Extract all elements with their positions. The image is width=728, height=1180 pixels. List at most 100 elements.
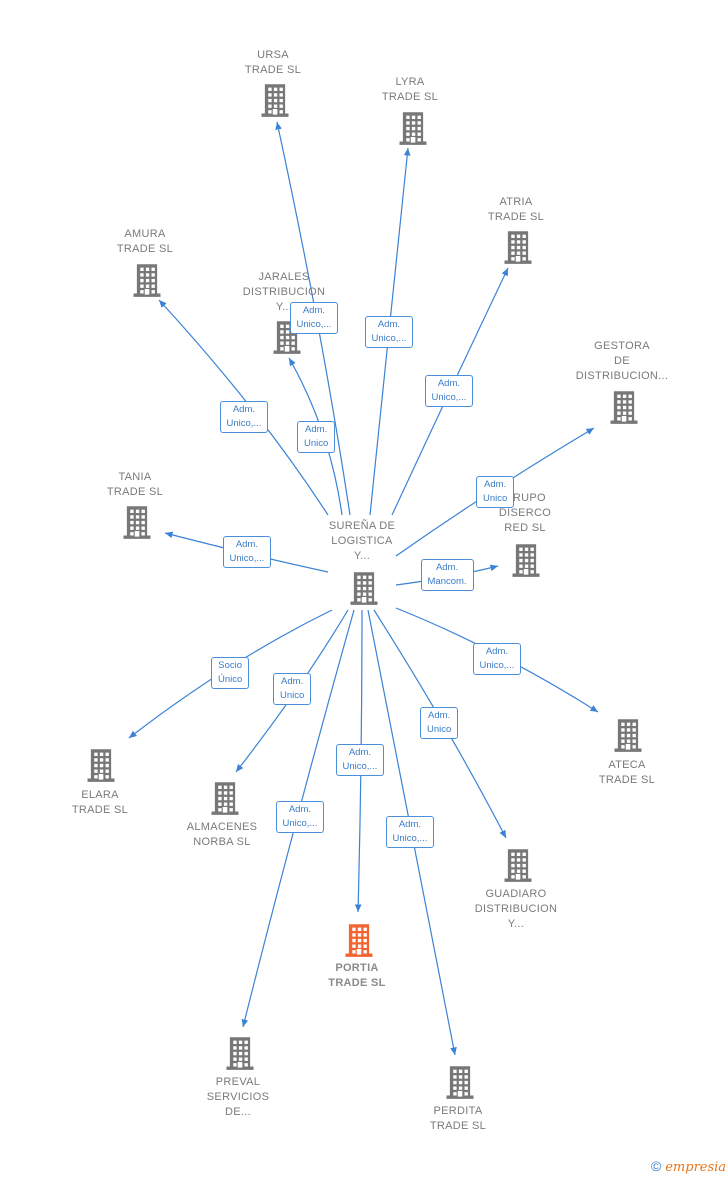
building-icon[interactable] xyxy=(358,110,468,146)
company-label-lyra[interactable]: LYRA TRADE SL xyxy=(355,75,465,105)
company-name-line: Y... xyxy=(507,918,525,930)
building-icon[interactable] xyxy=(304,922,414,958)
brand-logo: © empresia xyxy=(651,1158,726,1175)
company-name-line: JARALES xyxy=(258,271,310,283)
edge-label-line: Adm. xyxy=(484,479,507,490)
company-name-line: ATECA xyxy=(608,759,646,771)
edge-label-gestora[interactable]: Adm. Unico xyxy=(476,476,515,508)
edge-label-almacenes[interactable]: Adm. Unico xyxy=(273,673,312,705)
company-name-line: TRADE SL xyxy=(244,64,302,76)
edge-label-line: Unico xyxy=(483,493,508,504)
edge-label-line: Unico xyxy=(304,438,329,449)
company-name-line: Y... xyxy=(353,550,371,562)
edge-label-line: Adm. xyxy=(281,676,304,687)
edge-label-line: Unico,... xyxy=(229,553,265,564)
edge-label-line: Adm. xyxy=(398,819,422,830)
edge-label-line: Unico,... xyxy=(296,319,332,330)
company-name-line: RED SL xyxy=(504,522,546,534)
company-name-line: PREVAL xyxy=(215,1076,261,1088)
edge-label-line: Unico,... xyxy=(392,833,428,844)
company-name-line: TRADE SL xyxy=(328,977,386,989)
building-icon[interactable] xyxy=(82,504,192,540)
edge-label-line: Adm. xyxy=(288,804,312,815)
company-label-ateca[interactable]: ATECA TRADE SL xyxy=(572,758,682,788)
edge-label-line: Unico,... xyxy=(342,761,378,772)
edge-label-line: Unico,... xyxy=(226,418,262,429)
building-icon[interactable] xyxy=(569,389,679,425)
company-label-perdita[interactable]: PERDITA TRADE SL xyxy=(403,1104,513,1134)
building-icon[interactable] xyxy=(185,1035,295,1071)
building-icon[interactable] xyxy=(309,570,419,606)
company-name-line: GESTORA xyxy=(594,340,650,352)
company-name-line: ATRIA xyxy=(499,196,533,208)
building-icon[interactable] xyxy=(405,1064,515,1100)
edge-label-grupo[interactable]: Adm.Mancom. xyxy=(420,559,474,591)
edge-label-jarales[interactable]: Adm. Unico xyxy=(297,421,336,453)
building-icon[interactable] xyxy=(463,229,573,265)
building-icon[interactable] xyxy=(170,780,280,816)
company-name-line: TRADE SL xyxy=(598,774,656,786)
company-name-line: LYRA xyxy=(395,76,425,88)
company-label-ursa[interactable]: URSA TRADE SL xyxy=(218,48,328,78)
brand-name: mpresia xyxy=(672,1160,727,1175)
edge-label-amura[interactable]: Adm.Unico,... xyxy=(219,401,269,433)
company-label-guadiaro[interactable]: GUADIARO DISTRIBUCION Y... xyxy=(461,887,571,932)
edge-label-line: Adm. xyxy=(428,710,451,721)
edge-label-line: Unico xyxy=(427,724,452,735)
edge-label-line: Adm. xyxy=(437,378,461,389)
company-name-line: GUADIARO xyxy=(485,888,547,900)
company-name-line: SERVICIOS xyxy=(206,1091,270,1103)
company-label-jarales[interactable]: JARALES DISTRIBUCION Y... xyxy=(229,270,339,315)
building-icon[interactable] xyxy=(463,847,573,883)
building-icon[interactable] xyxy=(46,747,156,783)
edge-label-line: Adm. xyxy=(305,424,328,435)
company-name-line: TRADE SL xyxy=(381,91,439,103)
edge-label-line: Unico xyxy=(280,690,305,701)
edge-label-guadiaro[interactable]: Adm. Unico xyxy=(420,707,459,739)
company-name-line: URSA xyxy=(257,49,289,61)
edge-label-line: Adm. xyxy=(485,646,509,657)
edge-label-line: Unico,... xyxy=(431,392,467,403)
company-name-line: TRADE SL xyxy=(429,1120,487,1132)
edge-label-ursa[interactable]: Adm.Unico,... xyxy=(289,302,339,334)
company-name-line: Y... xyxy=(275,301,293,313)
company-name-line: TRADE SL xyxy=(71,804,129,816)
company-label-center[interactable]: SUREÑA DE LOGISTICA Y... xyxy=(307,519,417,564)
company-name-line: SUREÑA DE xyxy=(328,520,396,532)
building-icon[interactable] xyxy=(220,82,330,118)
building-icon[interactable] xyxy=(471,542,581,578)
company-name-line: DISTRIBUCION xyxy=(242,286,326,298)
company-name-line: NORBA SL xyxy=(193,836,251,848)
company-name-line: DISERCO xyxy=(498,507,552,519)
company-name-line: TRADE SL xyxy=(116,243,174,255)
company-name-line: DISTRIBUCION xyxy=(474,903,558,915)
edge-label-perdita[interactable]: Adm. Unico,... xyxy=(385,816,435,848)
edge-label-tania[interactable]: Adm. Unico,... xyxy=(222,536,272,568)
edge-label-preval[interactable]: Adm.Unico,... xyxy=(275,801,325,833)
edge-label-lyra[interactable]: Adm. Unico,... xyxy=(364,316,414,348)
edge-label-line: Adm. xyxy=(235,539,259,550)
edge-label-ateca[interactable]: Adm. Unico,... xyxy=(472,643,522,675)
company-name-line: DE... xyxy=(225,1106,251,1118)
edge-label-line: Unico,... xyxy=(371,333,407,344)
edge-label-atria[interactable]: Adm. Unico,... xyxy=(424,375,474,407)
company-label-preval[interactable]: PREVAL SERVICIOS DE... xyxy=(183,1075,293,1120)
edge-label-line: Adm. xyxy=(377,319,401,330)
edge-label-line: Mancom. xyxy=(427,576,467,587)
company-name-line: PERDITA xyxy=(433,1105,483,1117)
edge-label-portia[interactable]: Adm.Unico,... xyxy=(335,744,385,776)
edge-label-line: Unico,... xyxy=(479,660,515,671)
building-icon[interactable] xyxy=(92,262,202,298)
company-name-line: LOGISTICA xyxy=(331,535,393,547)
building-icon[interactable] xyxy=(573,717,683,753)
